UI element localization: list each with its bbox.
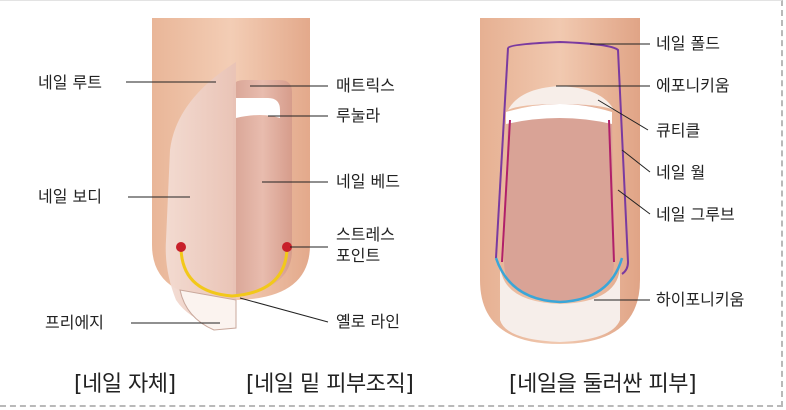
label-nail-bed: 네일 베드 xyxy=(336,173,400,191)
label-nail-wall: 네일 월 xyxy=(656,164,705,182)
label-nail-groove: 네일 그루브 xyxy=(656,206,735,224)
caption-nail-itself: [네일 자체] xyxy=(74,366,176,398)
right-nail-plate xyxy=(504,104,614,302)
left-finger xyxy=(126,18,328,330)
label-eponychium: 에포니키움 xyxy=(656,77,730,95)
label-yellow-line: 옐로 라인 xyxy=(336,313,400,331)
label-nail-root: 네일 루트 xyxy=(38,74,102,92)
label-free-edge: 프리에지 xyxy=(45,314,104,332)
caption-surrounding-skin: [네일을 둘러싼 피부] xyxy=(509,366,696,398)
label-matrix: 매트릭스 xyxy=(336,77,395,95)
label-lunula: 루눌라 xyxy=(336,107,380,125)
label-stress-point-2: 포인트 xyxy=(336,247,380,265)
label-nail-body: 네일 보디 xyxy=(38,188,102,206)
lunula-shape xyxy=(236,98,280,118)
label-nail-fold: 네일 폴드 xyxy=(656,35,720,53)
stress-point-dot-left xyxy=(176,242,186,252)
leader-yellow-line xyxy=(240,298,328,322)
caption-under-nail-tissue: [네일 밑 피부조직] xyxy=(246,366,413,398)
label-hyponychium: 하이포니키움 xyxy=(656,291,744,309)
label-cuticle: 큐티클 xyxy=(656,122,700,140)
right-finger xyxy=(480,18,650,344)
label-stress-point-1: 스트레스 xyxy=(336,226,395,244)
